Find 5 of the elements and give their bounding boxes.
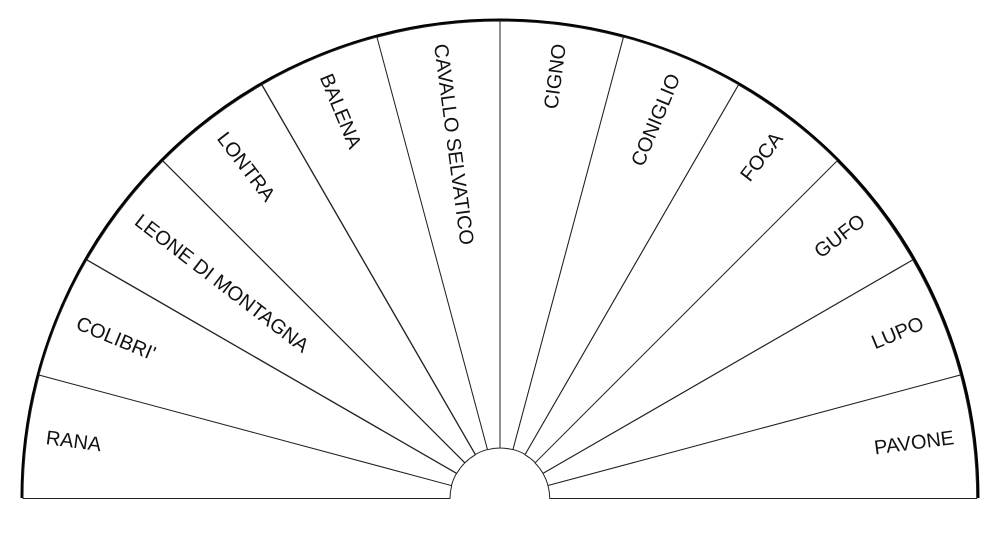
sector-label: LUPO <box>868 312 928 354</box>
sector-label: CIGNO <box>540 42 571 110</box>
sector-label: CAVALLO SELVATICO <box>429 42 478 246</box>
sector-label: PAVONE <box>872 427 956 460</box>
sector-label: RANA <box>44 427 102 456</box>
